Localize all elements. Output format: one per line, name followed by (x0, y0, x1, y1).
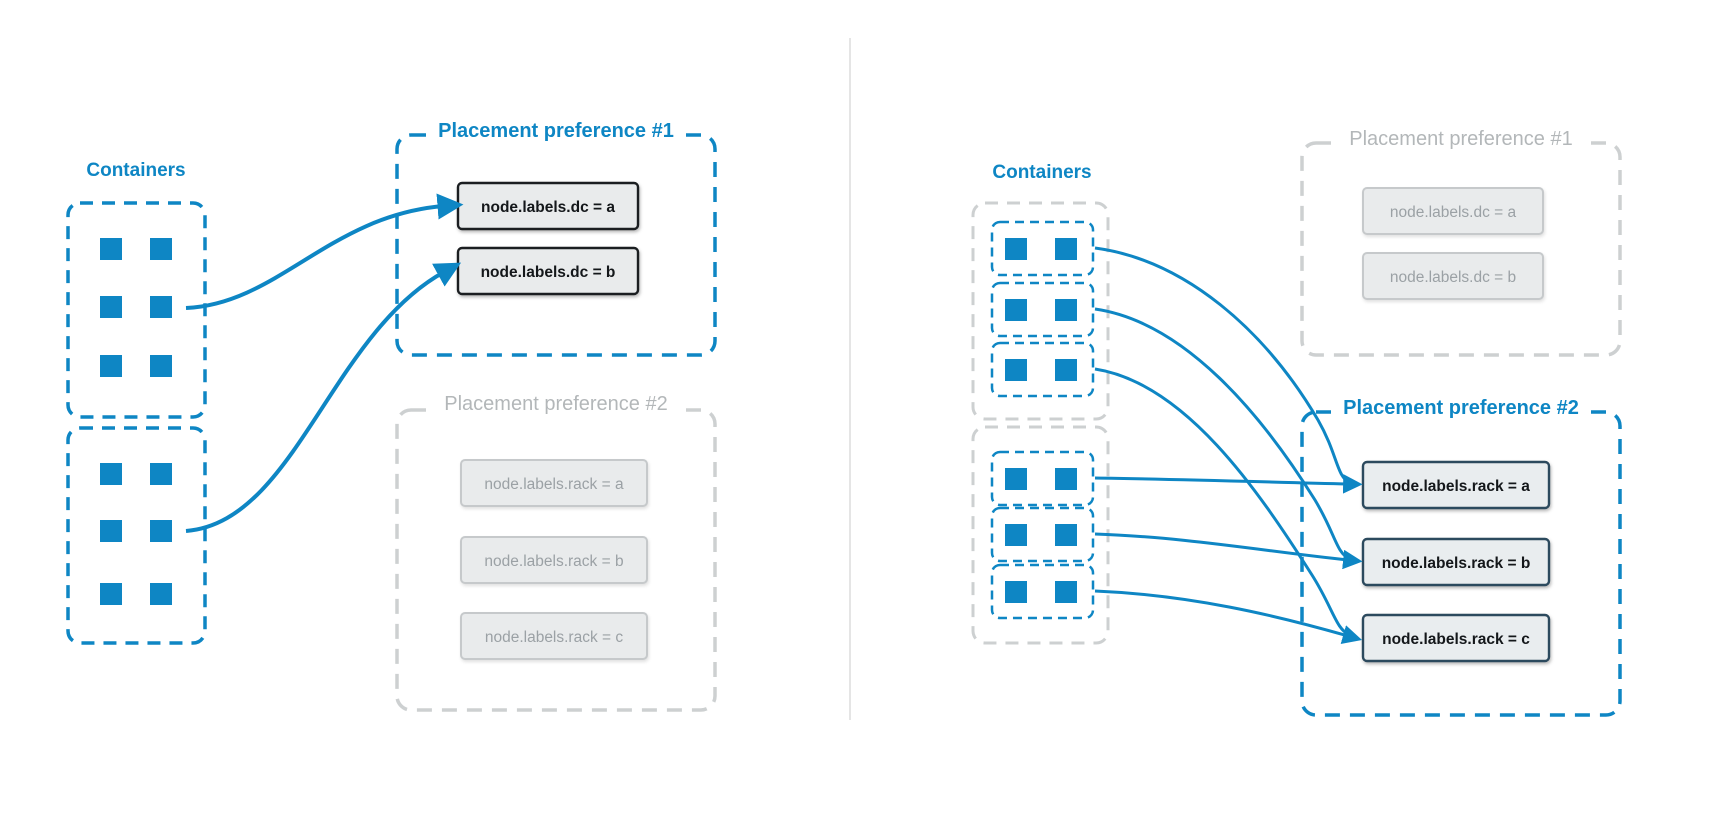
container-squares-row (100, 520, 172, 542)
container-squares-row (100, 463, 172, 485)
preference-title: Placement preference #1 (438, 120, 674, 142)
container-subgroup-box (990, 506, 1095, 563)
title-backing (1335, 390, 1587, 424)
placement-preference-1-active: Placement preference #1 node.labels.dc =… (395, 113, 717, 357)
constraint-box (460, 612, 648, 660)
container-group-box (66, 426, 207, 645)
arrow-subgroup1-to-rack-a (1094, 246, 1351, 485)
constraint-box (460, 459, 648, 507)
constraint-label: node.labels.dc = b (1390, 269, 1516, 286)
placement-preference-1-inactive: Placement preference #1 node.labels.dc =… (1300, 121, 1622, 357)
right-panel: Containers Placement preference #1 node.… (971, 121, 1622, 717)
arrow-subgroup5-to-rack-b (1094, 532, 1363, 570)
container-squares-row (1005, 581, 1077, 603)
container-squares-row (1005, 359, 1077, 381)
constraint-label: node.labels.rack = b (484, 553, 623, 570)
constraint-box (1361, 613, 1551, 663)
container-subgroup-box (990, 220, 1095, 277)
constraint-label: node.labels.dc = a (1390, 204, 1517, 221)
constraint-label: node.labels.dc = b (481, 264, 616, 281)
container-squares-row (1005, 299, 1077, 321)
placement-preference-2-inactive: Placement preference #2 node.labels.rack… (395, 386, 717, 712)
constraint-box (460, 536, 648, 584)
arrow-group2-to-dc-b (185, 262, 462, 533)
preference-box-border (395, 408, 717, 712)
container-subgroup-box (990, 563, 1095, 620)
constraint-box (1362, 187, 1544, 235)
constraint-label: node.labels.rack = a (484, 476, 624, 493)
container-squares-row (1005, 524, 1077, 546)
constraint-label: node.labels.rack = c (485, 629, 624, 646)
preference-box-border (1300, 141, 1622, 357)
container-squares-row (100, 238, 172, 260)
containers-label: Containers (992, 162, 1091, 183)
constraint-label: node.labels.rack = a (1382, 478, 1530, 495)
container-squares-row (100, 355, 172, 377)
preference-box-border (395, 133, 717, 357)
constraint-label: node.labels.rack = b (1382, 555, 1531, 572)
containers-label: Containers (86, 160, 185, 181)
preference-title: Placement preference #2 (1343, 397, 1579, 419)
arrow-group1-to-dc-a (185, 193, 464, 310)
arrow-subgroup2-to-rack-b (1094, 307, 1351, 561)
placement-preference-2-active: Placement preference #2 node.labels.rack… (1300, 390, 1622, 717)
container-squares-row (100, 296, 172, 318)
container-subgroup-box (990, 281, 1095, 338)
preference-box-border (1300, 410, 1622, 717)
left-panel: Containers Placement preference #1 node.… (66, 113, 717, 712)
container-squares-row (1005, 238, 1077, 260)
constraint-box (1362, 252, 1544, 300)
title-backing (430, 113, 682, 147)
constraint-box (1361, 460, 1551, 510)
arrow-subgroup3-to-rack-c (1094, 367, 1351, 637)
constraint-label: node.labels.dc = a (481, 199, 615, 216)
preference-title: Placement preference #2 (444, 393, 667, 415)
container-squares-row (100, 583, 172, 605)
container-squares-row (1005, 468, 1077, 490)
panel-divider (849, 38, 851, 720)
container-group-box (66, 201, 207, 419)
preference-title: Placement preference #1 (1349, 128, 1572, 150)
arrow-subgroup6-to-rack-c (1094, 589, 1363, 645)
title-backing (1335, 121, 1587, 155)
title-backing (430, 386, 682, 420)
arrow-subgroup4-to-rack-a (1094, 474, 1363, 494)
container-subgroup-box (990, 450, 1095, 507)
container-subgroup-box (990, 341, 1095, 398)
constraint-label: node.labels.rack = c (1382, 631, 1530, 648)
constraint-box (1361, 537, 1551, 587)
